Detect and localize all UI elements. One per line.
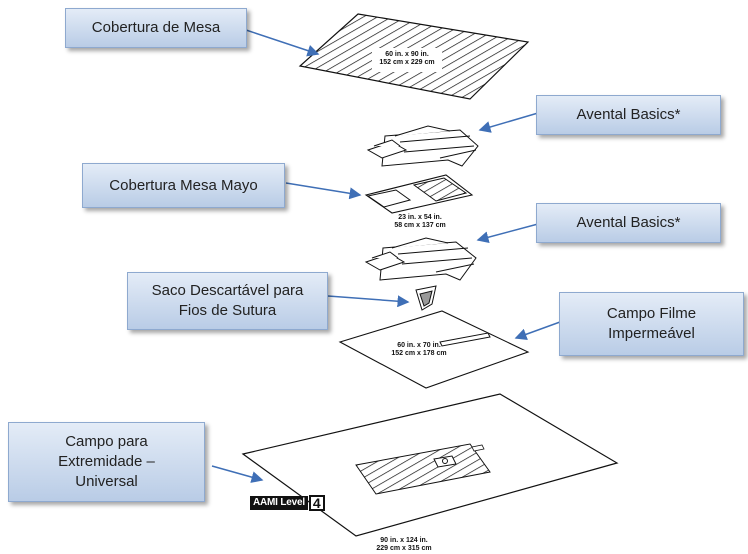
dim-film-drape-metric: 152 cm x 178 cm <box>391 350 447 357</box>
dim-extremity-drape-metric: 229 cm x 315 cm <box>376 545 432 552</box>
callout-avental-1: Avental Basics* <box>536 95 721 135</box>
callout-avental-2-line-1: Avental Basics* <box>576 214 681 231</box>
mayo-cover-shape <box>364 174 474 214</box>
gown-2-shape <box>364 237 477 281</box>
dim-extremity-drape-imperial: 90 in. x 124 in. <box>380 537 428 544</box>
callout-cobertura-mayo-line-1: Cobertura Mesa Mayo <box>109 176 258 194</box>
dim-table-cover-metric: 152 cm x 229 cm <box>379 59 435 66</box>
dim-mayo-cover-metric: 58 cm x 137 cm <box>394 222 446 229</box>
arrow-avental-1 <box>478 112 539 133</box>
dim-film-drape-imperial: 60 in. x 70 in. <box>397 342 441 349</box>
suture-bag-shape <box>415 285 437 311</box>
aami-level-badge: AAMI Level 4 <box>250 495 325 511</box>
callout-campo-extremidade-line-3: Universal <box>75 473 138 490</box>
arrow-campo-filme <box>514 321 561 341</box>
aami-level-number: 4 <box>308 495 325 511</box>
arrow-avental-2 <box>476 223 539 244</box>
callout-campo-filme-line-2: Impermeável <box>608 325 695 342</box>
callout-saco-line-2: Fios de Sutura <box>178 302 277 319</box>
gown-1-shape <box>366 125 479 167</box>
dim-extremity-drape: 90 in. x 124 in. 229 cm x 315 cm <box>364 537 444 553</box>
extremity-drape-shape <box>241 393 619 537</box>
table-cover-label-bg <box>372 48 442 72</box>
callout-cobertura-mesa: Cobertura de Mesa <box>65 8 247 48</box>
callout-avental-2: Avental Basics* <box>536 203 721 243</box>
callout-campo-filme-line-1: Campo Filme <box>606 305 697 322</box>
dim-mayo-cover: 23 in. x 54 in. 58 cm x 137 cm <box>380 214 460 230</box>
arrow-campo-extremidade <box>211 465 264 483</box>
dim-film-drape: 60 in. x 70 in. 152 cm x 178 cm <box>384 342 454 358</box>
arrow-saco <box>327 295 410 308</box>
dim-mayo-cover-imperial: 23 in. x 54 in. <box>398 214 442 221</box>
callout-saco: Saco Descartável para Fios de Sutura <box>127 272 328 330</box>
film-drape-shape <box>338 310 530 389</box>
callout-campo-extremidade: Campo para Extremidade – Universal <box>8 422 205 502</box>
arrow-cobertura-mayo <box>285 182 362 200</box>
callout-cobertura-mesa-line-1: Cobertura de Mesa <box>91 19 221 36</box>
callout-campo-filme: Campo Filme Impermeável <box>559 292 744 356</box>
callout-saco-line-1: Saco Descartável para <box>151 282 304 299</box>
aami-level-text: AAMI Level <box>250 496 308 510</box>
arrow-cobertura-mesa <box>245 29 320 57</box>
callout-campo-extremidade-line-1: Campo para <box>65 433 148 450</box>
dim-table-cover-imperial: 60 in. x 90 in. <box>385 51 429 58</box>
callout-campo-extremidade-line-2: Extremidade – <box>58 453 155 470</box>
callout-cobertura-mayo: Cobertura Mesa Mayo <box>82 163 285 208</box>
callout-avental-1-line-1: Avental Basics* <box>576 106 681 123</box>
dim-table-cover: 60 in. x 90 in. 152 cm x 229 cm <box>372 51 442 67</box>
